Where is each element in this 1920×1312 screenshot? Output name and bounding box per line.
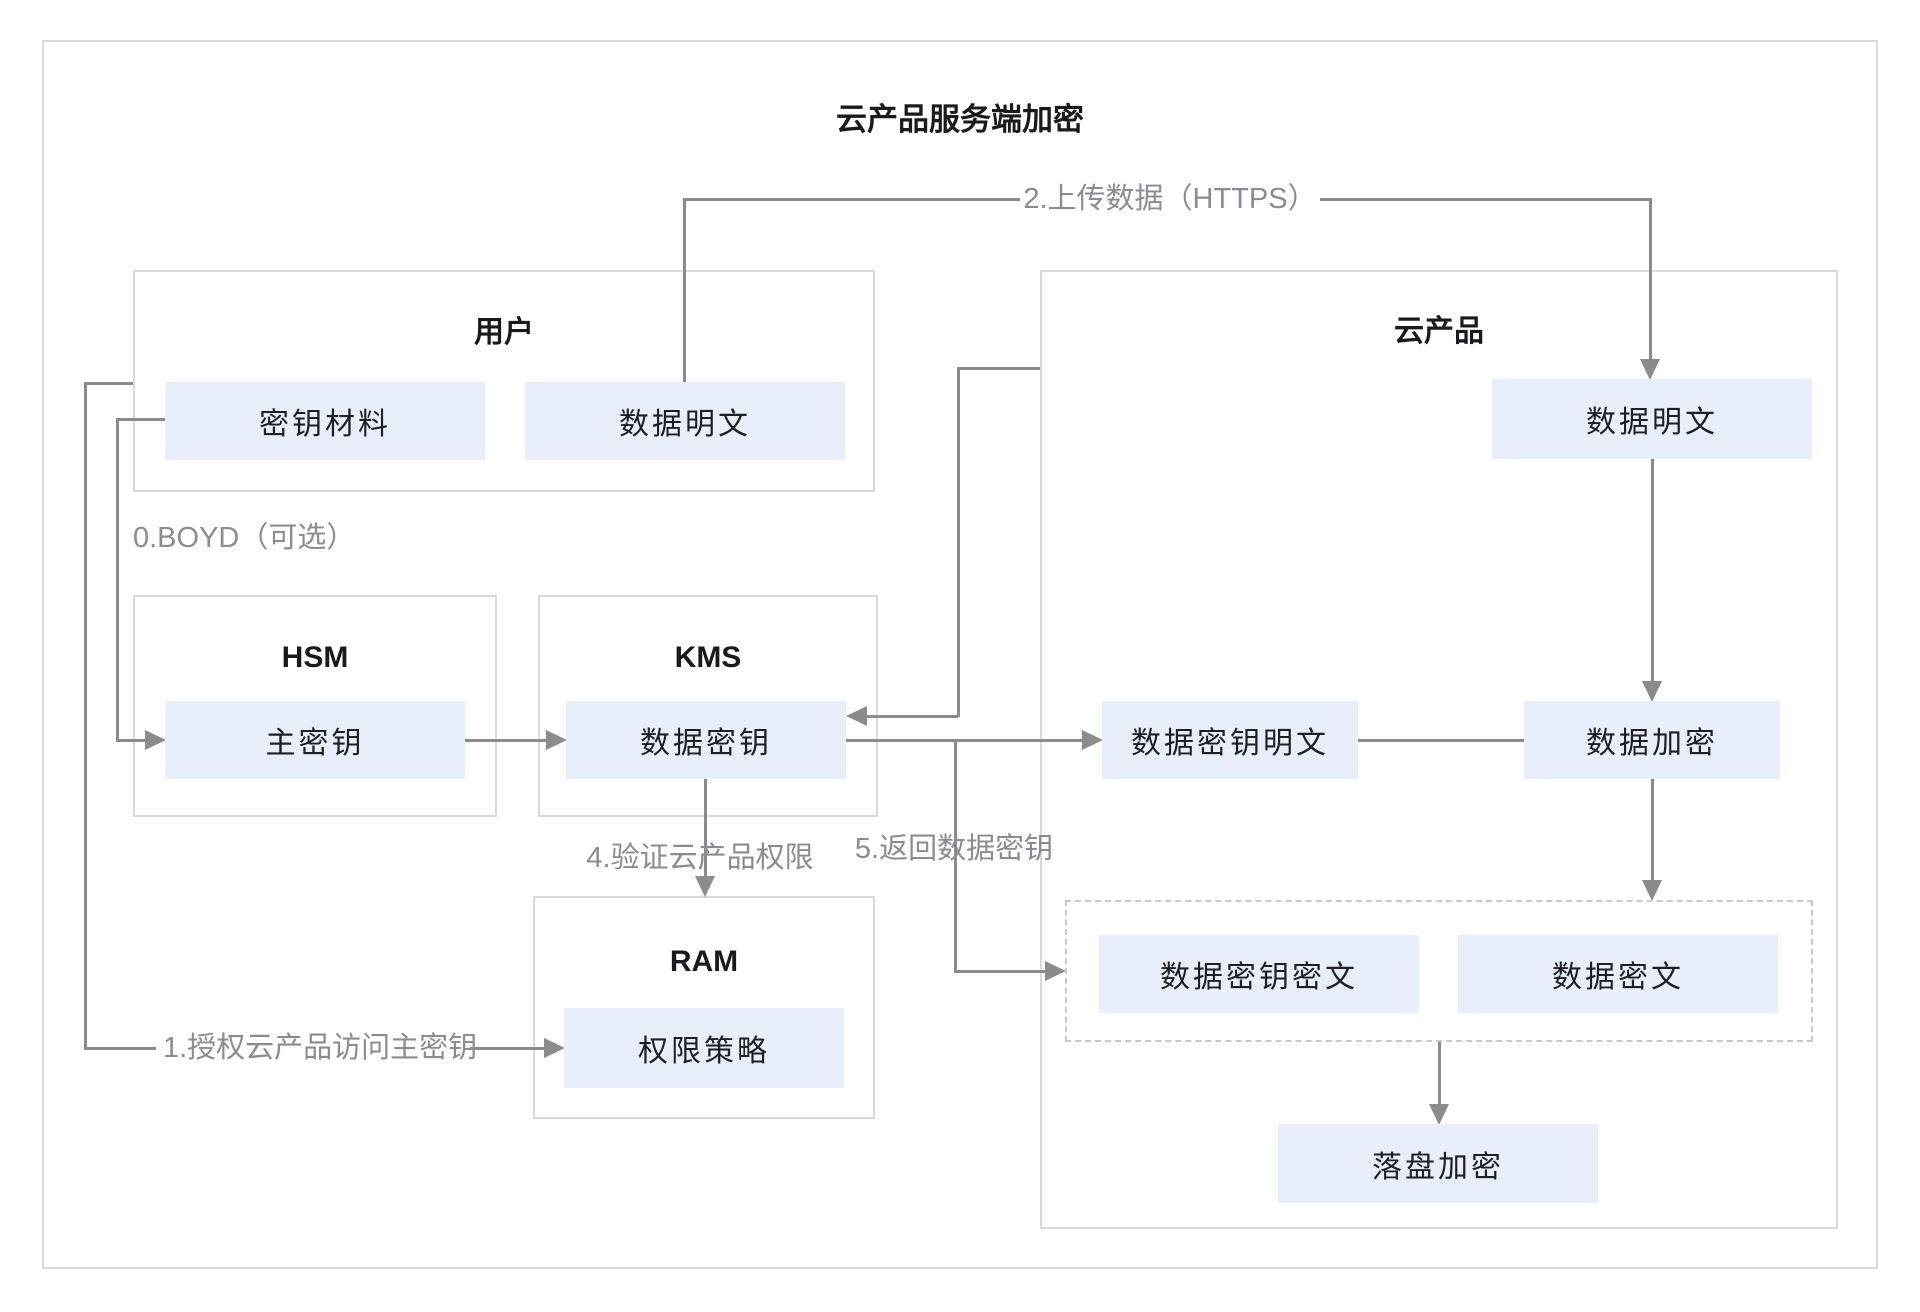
group-cloud-product-label: 云产品: [1394, 315, 1484, 348]
node-data-key: 数据密钥: [566, 701, 846, 779]
arrowhead-into-master-key: [145, 730, 166, 750]
step-label-verify: 4.验证云产品权限: [586, 842, 814, 874]
arrowhead-into-cloud-plaintext: [1640, 359, 1660, 380]
group-ram-label: RAM: [669, 945, 739, 978]
step-label-authorize: 1.授权云产品访问主密钥: [163, 1032, 478, 1064]
connector-upload-left: [684, 198, 1020, 201]
connector-auth-post-label: [470, 1047, 546, 1050]
connector-boyd-vertical: [116, 418, 119, 741]
connector-verify-vertical: [704, 779, 707, 878]
connector-auth-pre-label: [84, 1047, 156, 1050]
node-policy: 权限策略: [564, 1008, 844, 1088]
connector-boyd-bottom: [116, 739, 148, 742]
node-key-material: 密钥材料: [165, 382, 485, 460]
dashed-result-container: [1065, 900, 1813, 1042]
connector-masterkey-to-datakey: [465, 739, 550, 742]
connector-boyd-top: [117, 418, 165, 421]
connector-keyplain-to-encrypt: [1358, 739, 1524, 742]
node-disk-encrypt: 落盘加密: [1278, 1124, 1598, 1203]
arrowhead-into-policy: [544, 1038, 565, 1058]
connector-upload-from-user: [683, 198, 686, 382]
node-data-ciphertext: 数据密文: [1458, 935, 1778, 1013]
connector-dashed-to-disk: [1438, 1042, 1441, 1108]
connector-request-vertical: [957, 367, 960, 717]
page-title: 云产品服务端加密: [836, 102, 1084, 137]
connector-datakey-to-keyplain: [846, 739, 1086, 742]
node-master-key: 主密钥: [165, 701, 465, 779]
node-data-plaintext-cloud: 数据明文: [1492, 379, 1812, 459]
arrowhead-into-data-key: [846, 706, 867, 726]
step-label-upload: 2.上传数据（HTTPS）: [1023, 183, 1317, 215]
arrowhead-into-dashed-left: [1045, 961, 1066, 981]
connector-request-into-datakey: [866, 715, 958, 718]
node-data-encrypt: 数据加密: [1524, 701, 1780, 779]
arrowhead-into-data-key-plain: [1082, 730, 1103, 750]
arrowhead-into-data-key-left: [546, 730, 567, 750]
connector-auth-vertical: [84, 382, 87, 1050]
node-data-plaintext-user: 数据明文: [525, 382, 845, 460]
connector-upload-to-cloud: [1649, 198, 1652, 363]
step-label-return: 5.返回数据密钥: [854, 833, 1054, 865]
connector-request-from-cloud: [958, 367, 1040, 370]
connector-return-horizontal: [954, 970, 1049, 973]
connector-return-vertical: [954, 739, 957, 973]
connector-plaintext-to-encrypt: [1651, 459, 1654, 685]
node-data-key-ciphertext: 数据密钥密文: [1099, 935, 1419, 1013]
arrowhead-into-dashed-top: [1642, 880, 1662, 901]
connector-encrypt-to-dashed: [1651, 779, 1654, 884]
arrowhead-into-disk-encrypt: [1429, 1104, 1449, 1125]
step-label-boyd: 0.BOYD（可选）: [133, 522, 356, 554]
connector-upload-right: [1320, 198, 1650, 201]
group-kms-label: KMS: [674, 641, 742, 674]
arrowhead-into-ram: [695, 876, 715, 897]
node-data-key-plaintext: 数据密钥明文: [1102, 701, 1358, 779]
arrowhead-into-data-encrypt: [1642, 681, 1662, 702]
group-user-label: 用户: [474, 316, 534, 349]
connector-auth-top: [85, 382, 133, 385]
group-hsm-label: HSM: [281, 641, 349, 674]
